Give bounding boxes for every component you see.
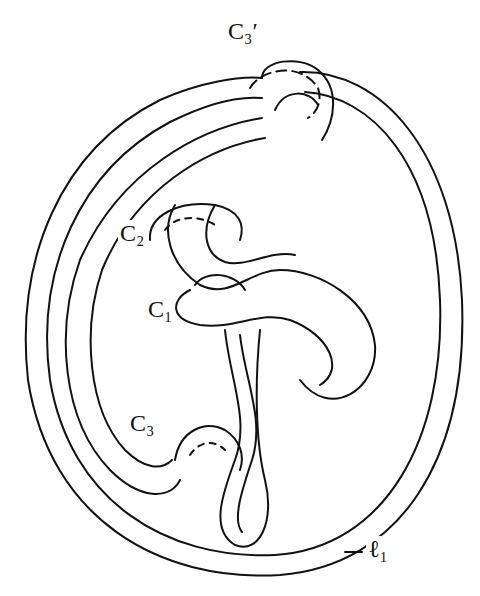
handle-loop [275,94,318,110]
curve-c2 [150,204,242,240]
outer-band-edge [47,92,440,555]
central-band-edge [206,205,295,263]
curve-c3 [175,426,242,470]
curve-label: C₃ [128,410,156,436]
central-band-edge [168,205,375,399]
inner-band-edge [66,118,262,494]
lower-band-edge [238,335,256,532]
curve-c3-prime [250,71,320,118]
curve-label: C₂ [118,220,146,246]
curve-c3 [190,443,225,455]
leader-l1 [345,551,362,553]
curve-label: C₃′ [226,18,260,44]
curve-c2 [165,218,215,230]
curve-c1 [195,275,245,290]
central-band-edge [176,290,332,385]
outer-band-edge [26,72,463,576]
curve-label: C₁ [146,296,174,322]
curve-label: ℓ₁ [366,536,390,562]
lower-band-edge [220,330,268,547]
